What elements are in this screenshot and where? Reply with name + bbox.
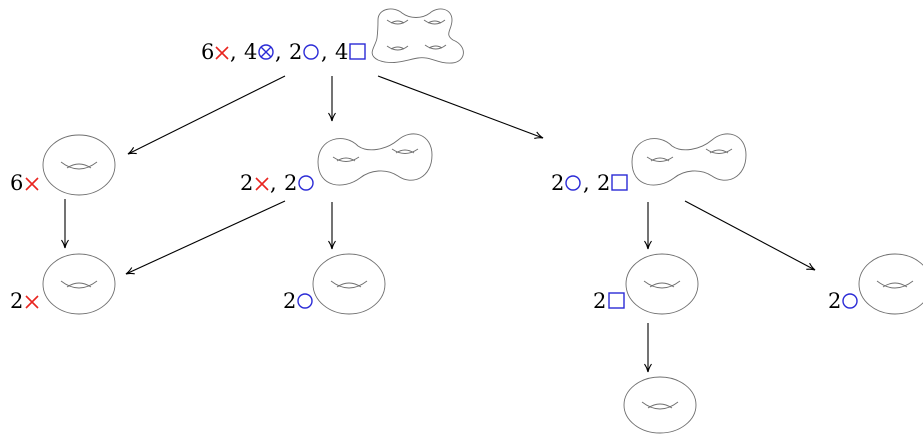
- square-symbol: [611, 174, 628, 191]
- node-right: 2 , 2: [551, 133, 747, 195]
- node-ll: 2: [10, 253, 116, 315]
- square-symbol: [608, 292, 625, 309]
- root-count-square: 4: [335, 40, 348, 64]
- ll-count-cross: 2: [10, 289, 23, 313]
- arrow-right-rr: [684, 200, 816, 271]
- genus-2-surface-icon: [317, 133, 433, 186]
- rr-count-circle: 2: [828, 289, 841, 313]
- otimes-symbol: [258, 44, 274, 60]
- node-middle: 2 , 2: [240, 133, 433, 195]
- comma: ,: [583, 171, 590, 195]
- root-count-otimes: 4: [244, 40, 257, 64]
- node-rr: 2: [828, 253, 923, 315]
- right-count-square: 2: [597, 171, 610, 195]
- cross-symbol: [255, 177, 269, 191]
- square-symbol: [349, 43, 366, 60]
- circle-symbol: [565, 175, 581, 191]
- genus-4-surface-icon: [371, 8, 464, 64]
- circle-symbol: [297, 293, 313, 309]
- node-left: 6: [10, 134, 116, 196]
- right-count-circle: 2: [551, 171, 564, 195]
- torus-icon: [858, 253, 923, 315]
- node-root: 6 , 4 , 2 , 4: [201, 8, 464, 64]
- genus-2-surface-icon: [631, 133, 747, 186]
- comma: ,: [275, 40, 282, 64]
- rl-count-square: 2: [593, 289, 606, 313]
- comma: ,: [230, 40, 237, 64]
- torus-icon: [312, 253, 386, 315]
- arrow-root-left: [127, 75, 286, 155]
- root-count-cross: 6: [201, 40, 214, 64]
- comma: ,: [270, 171, 277, 195]
- middle-count-cross: 2: [240, 171, 253, 195]
- circle-symbol: [303, 44, 319, 60]
- arrows: [61, 75, 816, 373]
- torus-icon: [42, 134, 116, 196]
- middle-count-circle: 2: [284, 171, 297, 195]
- cross-symbol: [25, 177, 39, 191]
- node-rl: 2: [593, 253, 699, 315]
- torus-icon: [623, 376, 697, 434]
- node-ml: 2: [283, 253, 386, 315]
- cross-symbol: [215, 46, 229, 60]
- node-bottom: [623, 376, 697, 434]
- cross-symbol: [25, 295, 39, 309]
- ml-count-circle: 2: [283, 289, 296, 313]
- arrow-root-right: [377, 75, 544, 139]
- left-count-cross: 6: [10, 171, 23, 195]
- comma: ,: [321, 40, 328, 64]
- circle-symbol: [298, 175, 314, 191]
- circle-symbol: [842, 293, 858, 309]
- root-count-circle: 2: [289, 40, 302, 64]
- arrow-middle-ll: [125, 200, 286, 275]
- torus-icon: [625, 253, 699, 315]
- torus-icon: [42, 253, 116, 315]
